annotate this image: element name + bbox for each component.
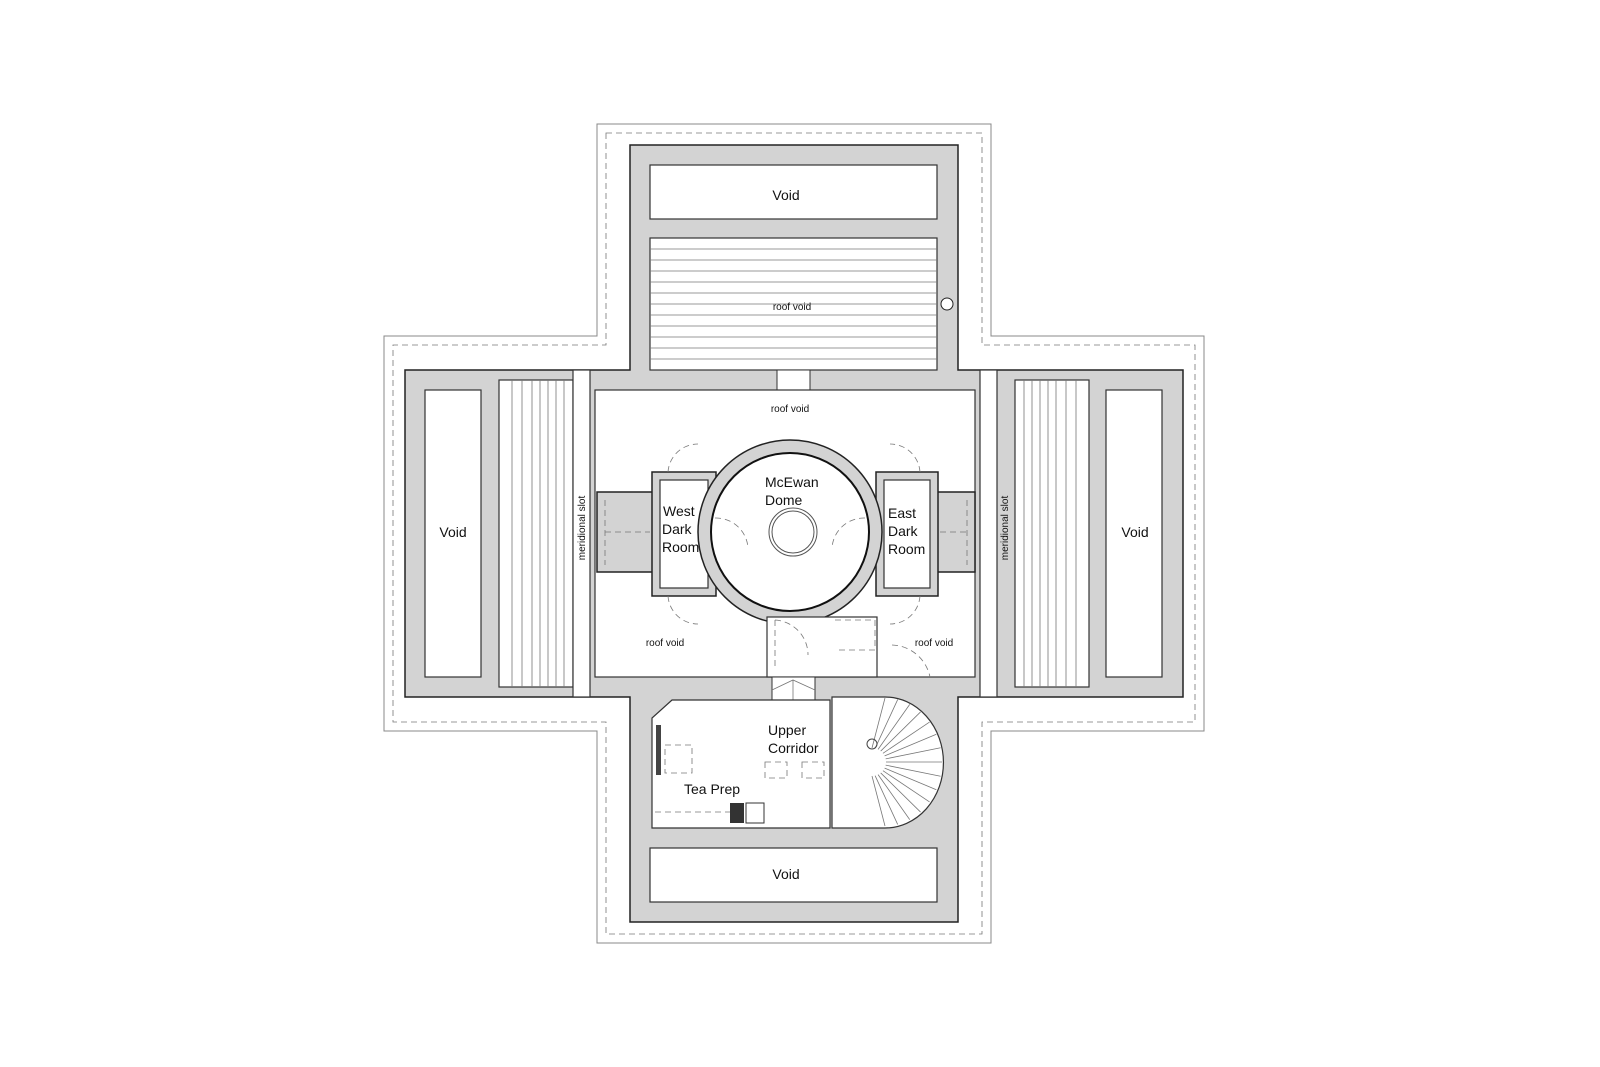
hatch-line xyxy=(884,767,937,791)
hatch-line xyxy=(877,704,911,750)
void-north xyxy=(649,164,938,220)
label-void-west: Void xyxy=(439,524,466,540)
label-tea-prep: Tea Prep xyxy=(684,781,740,797)
label-roof-void-sw: roof void xyxy=(646,638,684,649)
label-meridional-slot-east: meridional slot xyxy=(1000,496,1011,561)
label-meridional-slot-west: meridional slot xyxy=(577,496,588,561)
north-opening xyxy=(776,369,811,391)
mcewan-dome xyxy=(697,439,883,625)
roof-void-north xyxy=(649,237,938,371)
label-upper-corridor: Upper Corridor xyxy=(768,722,819,756)
label-void-south: Void xyxy=(772,866,799,882)
label-west-dark-room: West Dark Room xyxy=(662,503,699,555)
hatch-line xyxy=(880,711,921,752)
label-roof-void-north: roof void xyxy=(773,302,811,313)
hatch-line xyxy=(874,699,899,749)
hatch-line xyxy=(885,747,941,760)
hatch-line xyxy=(882,770,930,803)
hatch-line xyxy=(880,772,921,813)
spiral-staircase xyxy=(831,696,944,829)
telescope-pier xyxy=(768,507,818,557)
void-east xyxy=(1105,389,1163,678)
label-void-east: Void xyxy=(1121,524,1148,540)
label-east-dark-room: East Dark Room xyxy=(888,505,925,557)
void-south xyxy=(649,847,938,903)
sink-icon xyxy=(730,803,744,823)
west-roof-lights xyxy=(498,379,574,688)
label-roof-void-center: roof void xyxy=(771,404,809,415)
hatch-line xyxy=(884,733,937,757)
south-lobby xyxy=(766,616,878,678)
void-west xyxy=(424,389,482,678)
hatch-line xyxy=(877,774,911,820)
rainwater-pipe-icon xyxy=(940,297,954,311)
hatch-line xyxy=(885,764,941,777)
hatch-line xyxy=(874,775,899,825)
upper-corridor-tea-prep xyxy=(651,699,831,829)
east-roof-lights xyxy=(1014,379,1090,688)
label-roof-void-se: roof void xyxy=(915,638,953,649)
label-void-north: Void xyxy=(772,187,799,203)
parapet-outline xyxy=(383,123,1205,944)
hatch-line xyxy=(871,775,886,827)
meridional-slot-west xyxy=(572,369,591,698)
hatch-line xyxy=(882,721,930,754)
label-dome: McEwan Dome xyxy=(765,474,823,508)
parapet-dashed-line xyxy=(392,132,1196,935)
meridional-slot-east xyxy=(979,369,998,698)
